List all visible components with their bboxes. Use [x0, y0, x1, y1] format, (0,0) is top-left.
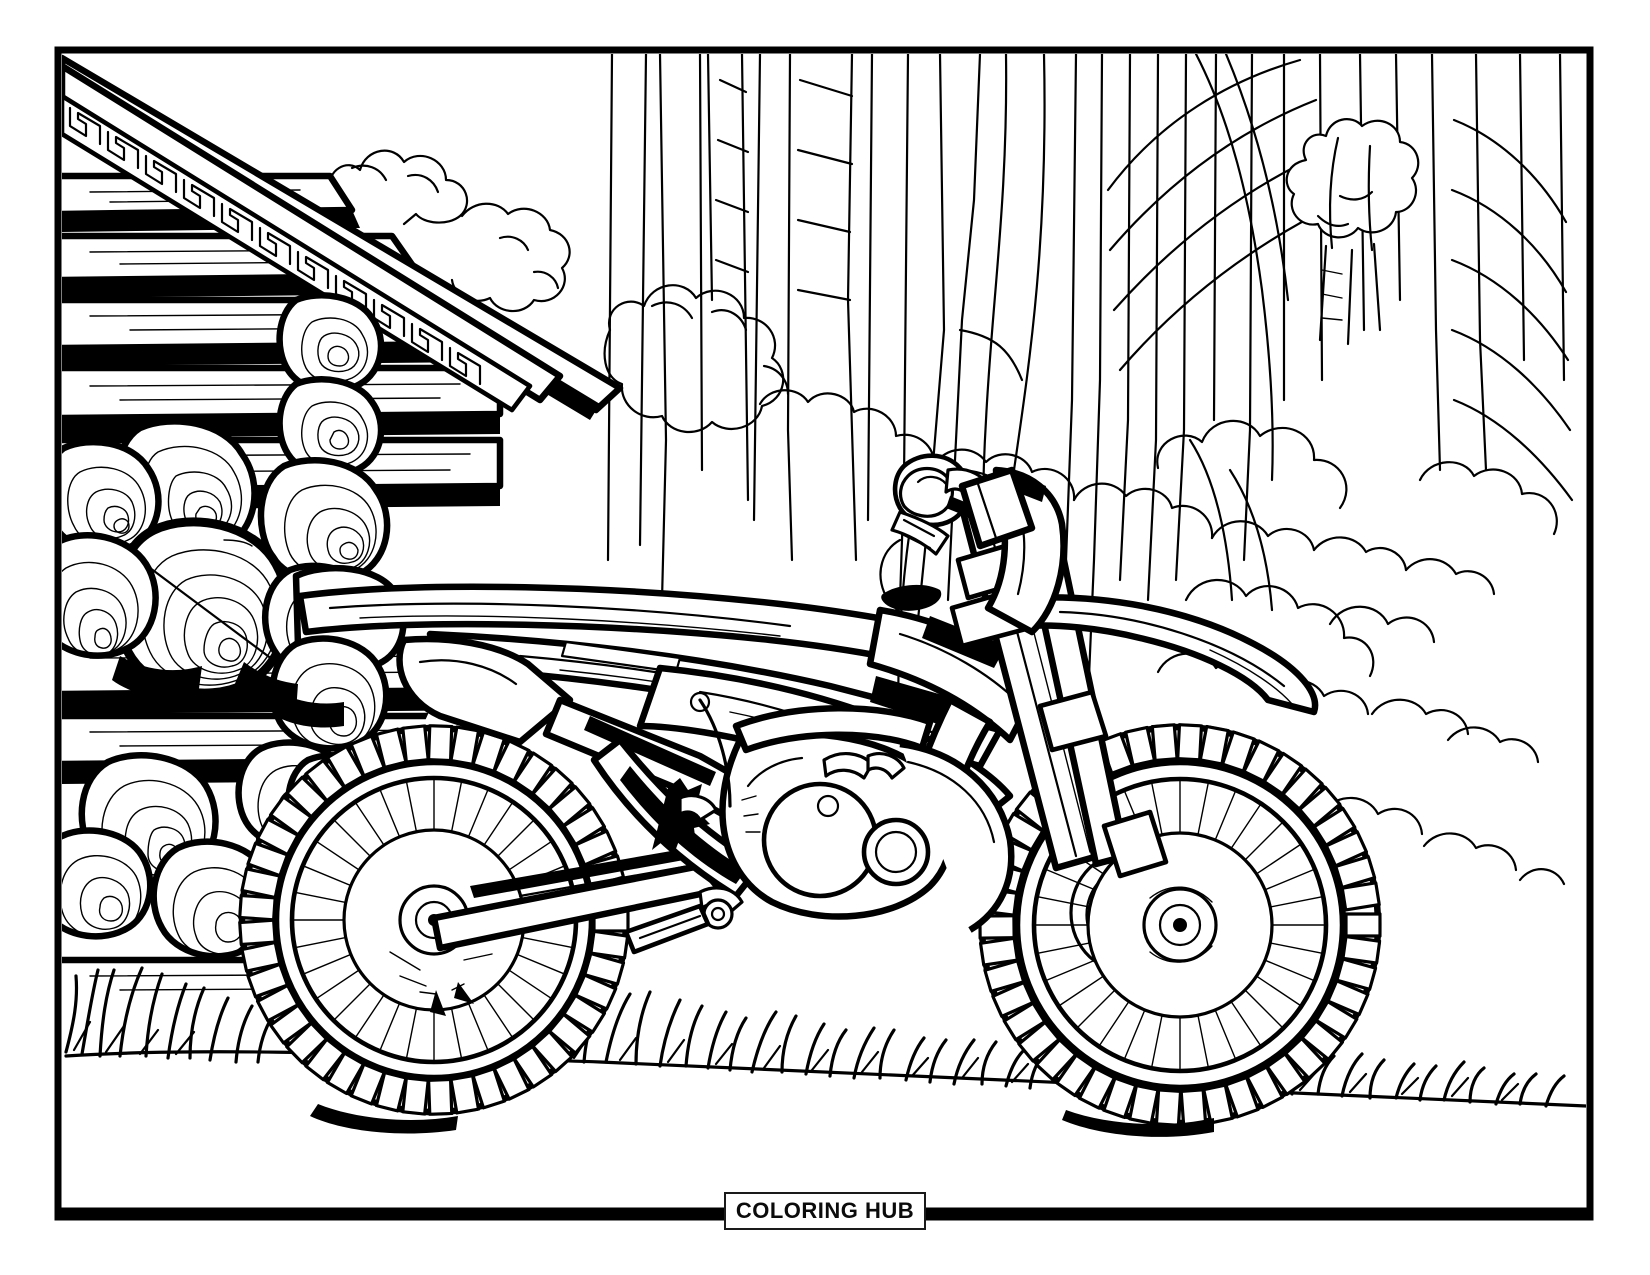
- rear-tire-knobs: [238, 724, 630, 1116]
- handlebar: [879, 453, 1036, 620]
- ground-shadows: [310, 1104, 1214, 1137]
- log-end: [257, 457, 391, 586]
- log-pile-shadows: [112, 656, 344, 728]
- front-fender: [1022, 594, 1319, 716]
- log-end: [62, 532, 159, 659]
- log-pile: [62, 292, 407, 960]
- roof-meander-pattern: [68, 106, 482, 386]
- log-end: [62, 827, 154, 940]
- engine: [719, 705, 1015, 933]
- log-end: [276, 376, 385, 479]
- dirt-bike: [238, 453, 1382, 1127]
- footpeg-and-linkage: [623, 778, 744, 955]
- scene-contents: [62, 54, 1586, 1137]
- cabin-roof: [62, 54, 624, 420]
- log-end: [276, 292, 385, 395]
- shock-mount: [689, 691, 711, 713]
- watermark-badge: COLORING HUB: [724, 1192, 926, 1230]
- watermark-label: COLORING HUB: [735, 1198, 915, 1223]
- front-tire-knobs: [978, 723, 1382, 1127]
- small-leafy-tree: [1285, 118, 1420, 346]
